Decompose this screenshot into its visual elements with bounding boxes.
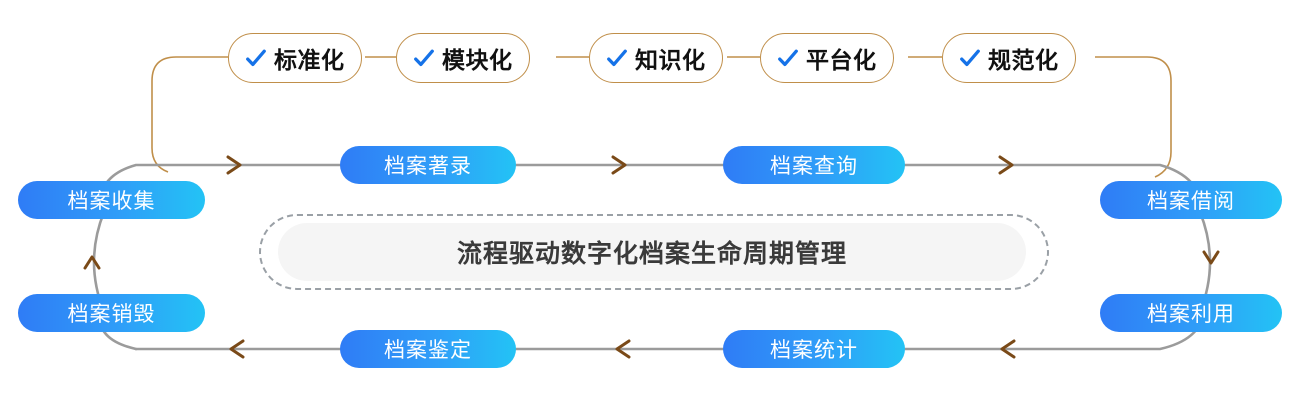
stage-label: 档案收集 <box>67 190 156 213</box>
attribute-pill-label: 规范化 <box>988 47 1059 73</box>
stage-archive-destruction[interactable]: 档案销毁 <box>18 294 205 332</box>
stage-archive-statistics[interactable]: 档案统计 <box>723 330 905 368</box>
center-panel-title: 流程驱动数字化档案生命周期管理 <box>456 240 847 268</box>
attribute-pill-label: 模块化 <box>442 47 513 73</box>
check-icon <box>777 47 799 69</box>
stage-archive-collection[interactable]: 档案收集 <box>18 181 205 219</box>
stage-archive-query[interactable]: 档案查询 <box>723 146 905 184</box>
check-icon <box>606 47 628 69</box>
stage-label: 档案销毁 <box>67 303 156 326</box>
attribute-pill-normalization[interactable]: 规范化 <box>942 33 1076 83</box>
stage-archive-utilization[interactable]: 档案利用 <box>1100 294 1282 332</box>
stage-archive-appraisal[interactable]: 档案鉴定 <box>340 330 516 368</box>
stage-label: 档案借阅 <box>1147 190 1235 213</box>
check-icon <box>413 47 435 69</box>
attribute-pill-platformization[interactable]: 平台化 <box>760 33 894 83</box>
stage-archive-borrowing[interactable]: 档案借阅 <box>1100 181 1282 219</box>
stage-label: 档案利用 <box>1147 303 1235 326</box>
center-panel: 流程驱动数字化档案生命周期管理 <box>278 223 1026 281</box>
attribute-pill-standardization[interactable]: 标准化 <box>228 33 362 83</box>
stage-label: 档案著录 <box>384 155 472 178</box>
attribute-pill-label: 平台化 <box>806 47 877 73</box>
attribute-pill-label: 标准化 <box>274 47 345 73</box>
check-icon <box>245 47 267 69</box>
stage-label: 档案统计 <box>770 339 858 362</box>
attribute-pill-modularization[interactable]: 模块化 <box>396 33 530 83</box>
stage-archive-cataloging[interactable]: 档案著录 <box>340 146 516 184</box>
attribute-pill-knowledgization[interactable]: 知识化 <box>589 33 723 83</box>
stage-label: 档案查询 <box>770 155 858 178</box>
stage-label: 档案鉴定 <box>384 339 472 362</box>
center-panel-outline <box>259 214 1049 290</box>
check-icon <box>959 47 981 69</box>
attribute-pill-label: 知识化 <box>635 47 706 73</box>
